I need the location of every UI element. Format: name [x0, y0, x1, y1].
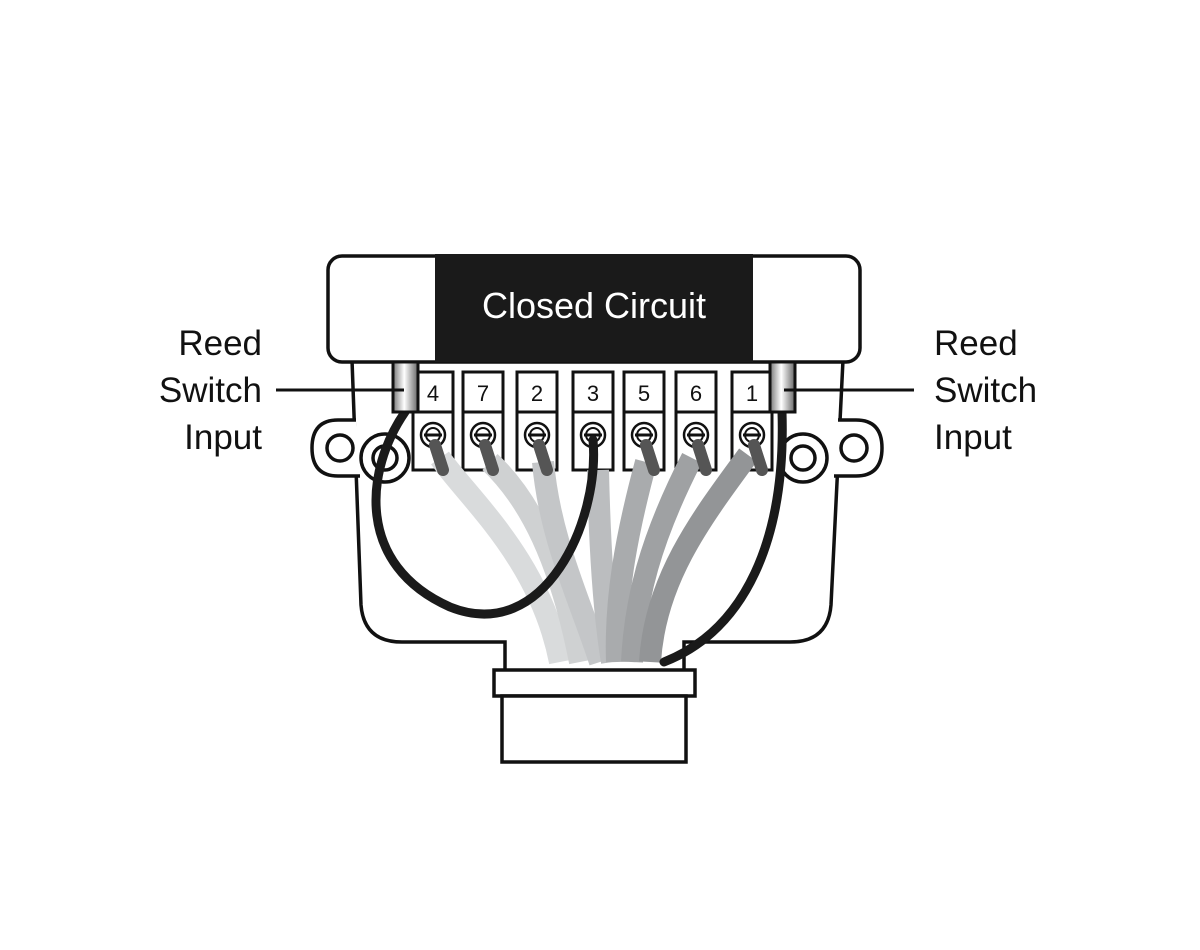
left-black-wire	[371, 407, 599, 619]
left-reed-switch-label: Reed Switch Input	[159, 324, 262, 457]
wire-terminal-6	[621, 452, 702, 663]
terminal-number: 4	[427, 381, 439, 406]
left-reed-switch	[391, 360, 420, 414]
label-line: Input	[184, 418, 262, 457]
diagram-title: Closed Circuit	[482, 285, 706, 326]
terminal-number: 5	[638, 381, 650, 406]
label-line: Switch	[934, 371, 1037, 410]
wire-terminal-7	[482, 454, 591, 665]
wire-terminal-1	[639, 448, 757, 663]
cable-collar	[492, 668, 697, 698]
label-line: Switch	[159, 371, 262, 410]
wire-terminal-5	[605, 459, 657, 663]
label-line: Reed	[178, 324, 262, 363]
right-reed-switch-label: Reed Switch Input	[934, 324, 1037, 457]
cable-sleeve	[500, 694, 688, 764]
screw-icon	[579, 421, 607, 449]
terminal-number: 6	[690, 381, 702, 406]
wire-tip	[640, 439, 660, 476]
right-black-wire	[659, 407, 787, 667]
terminal-number: 7	[477, 381, 489, 406]
wire-tip	[479, 439, 499, 476]
wire-tip	[748, 439, 768, 476]
terminal-2: 2	[515, 370, 559, 472]
terminal-number: 2	[531, 381, 543, 406]
wire-tip	[533, 439, 553, 476]
terminal-3: 3	[571, 370, 615, 472]
terminal-number: 1	[746, 381, 758, 406]
label-line: Input	[934, 418, 1012, 457]
label-line: Reed	[934, 324, 1018, 363]
wire-terminal-4	[431, 451, 571, 665]
terminal-number: 3	[587, 381, 599, 406]
wire-terminal-2	[532, 461, 611, 666]
wire-tip	[429, 439, 449, 476]
terminal-7: 7	[461, 370, 505, 472]
wire-tip	[692, 439, 712, 476]
right-reed-switch	[768, 360, 797, 414]
title-band	[435, 254, 753, 362]
